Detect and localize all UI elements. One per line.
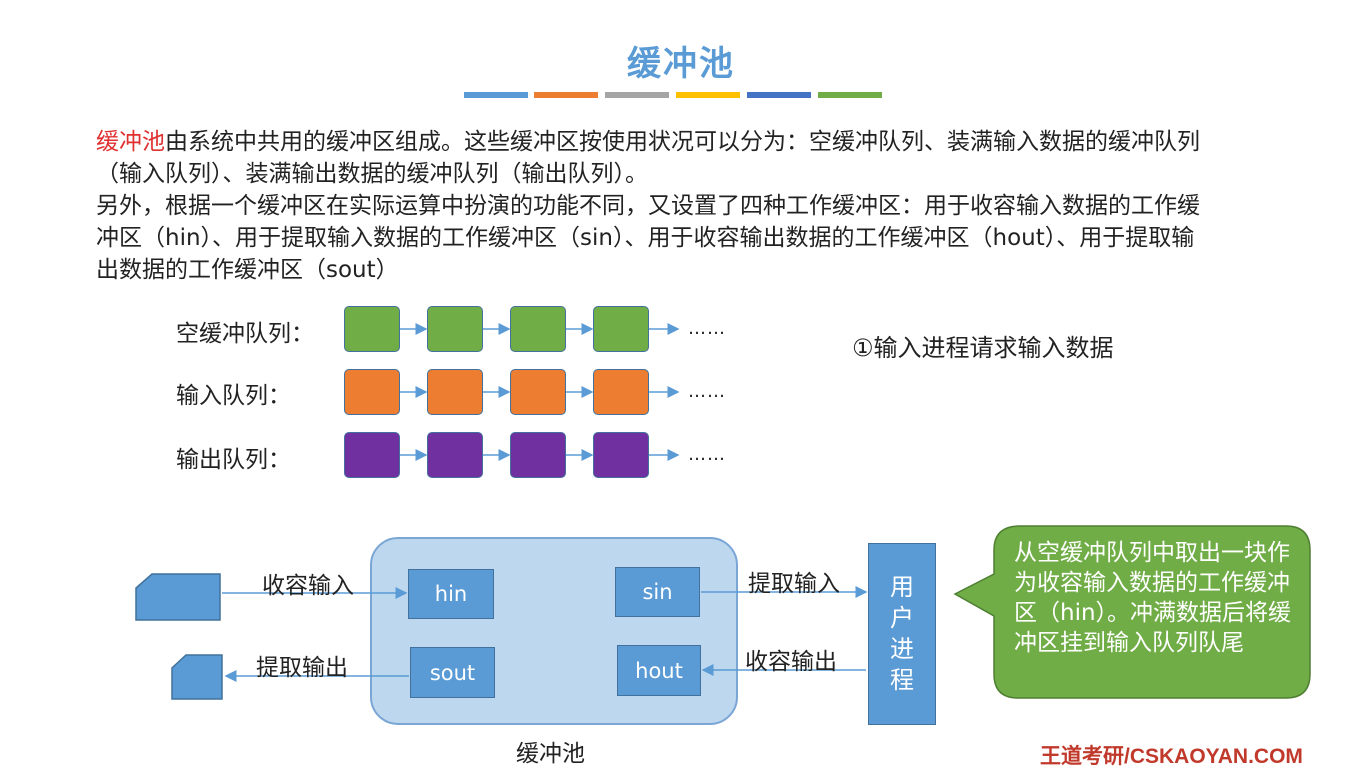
- output-buffer: [593, 432, 649, 478]
- highlight-term: 缓冲池: [96, 129, 165, 155]
- input-buffer: [510, 369, 566, 415]
- queue-arrows: [400, 323, 680, 461]
- output-buffer: [510, 432, 566, 478]
- step-caption: ①输入进程请求输入数据: [852, 334, 1114, 362]
- extract-input-label: 提取输入: [748, 571, 840, 597]
- input-queue-ellipsis: ……: [688, 381, 726, 402]
- input-queue-label: 输入队列：: [176, 383, 291, 409]
- output-buffer: [427, 432, 483, 478]
- sin-buffer: sin: [615, 567, 700, 617]
- input-device-icon: [135, 573, 221, 621]
- buffer-pool-caption: 缓冲池: [516, 741, 585, 767]
- output-queue-ellipsis: ……: [688, 444, 726, 465]
- color-bar: [464, 92, 528, 98]
- user-process-box: 用户进程: [868, 543, 936, 725]
- extract-output-label: 提取输出: [256, 655, 348, 681]
- work-buffer-paragraph: 另外，根据一个缓冲区在实际运算中扮演的功能不同，又设置了四种工作缓冲区：用于收容…: [96, 193, 1200, 283]
- collect-output-label: 收容输出: [745, 649, 837, 675]
- input-buffer: [427, 369, 483, 415]
- slide-title: 缓冲池: [627, 44, 735, 84]
- input-buffer: [344, 369, 400, 415]
- output-device-icon: [171, 654, 223, 700]
- empty-queue-label: 空缓冲队列：: [176, 321, 314, 347]
- empty-buffer: [593, 306, 649, 352]
- hin-buffer: hin: [408, 569, 494, 619]
- footer-brand: 王道考研/CSKAOYAN.COM: [1040, 745, 1303, 768]
- hout-buffer: hout: [617, 645, 701, 696]
- collect-input-label: 收容输入: [262, 573, 354, 599]
- output-queue-label: 输出队列：: [176, 447, 291, 473]
- empty-buffer: [510, 306, 566, 352]
- color-bar: [818, 92, 882, 98]
- user-process-label: 用户进程: [890, 573, 914, 694]
- color-bar: [676, 92, 740, 98]
- color-bar: [747, 92, 811, 98]
- sout-buffer: sout: [410, 647, 495, 698]
- title-color-bars: [464, 92, 884, 98]
- empty-buffer: [344, 306, 400, 352]
- empty-buffer: [427, 306, 483, 352]
- callout-bubble: [953, 525, 1311, 699]
- callout-text: 从空缓冲队列中取出一块作为收容输入数据的工作缓冲区（hin）。冲满数据后将缓冲区…: [1014, 540, 1292, 656]
- intro-paragraph: 缓冲池由系统中共用的缓冲区组成。这些缓冲区按使用状况可以分为：空缓冲队列、装满输…: [96, 126, 1216, 190]
- color-bar: [605, 92, 669, 98]
- intro-text: 由系统中共用的缓冲区组成。这些缓冲区按使用状况可以分为：空缓冲队列、装满输入数据…: [96, 129, 1200, 187]
- output-buffer: [344, 432, 400, 478]
- empty-queue-ellipsis: ……: [688, 318, 726, 339]
- input-buffer: [593, 369, 649, 415]
- color-bar: [534, 92, 598, 98]
